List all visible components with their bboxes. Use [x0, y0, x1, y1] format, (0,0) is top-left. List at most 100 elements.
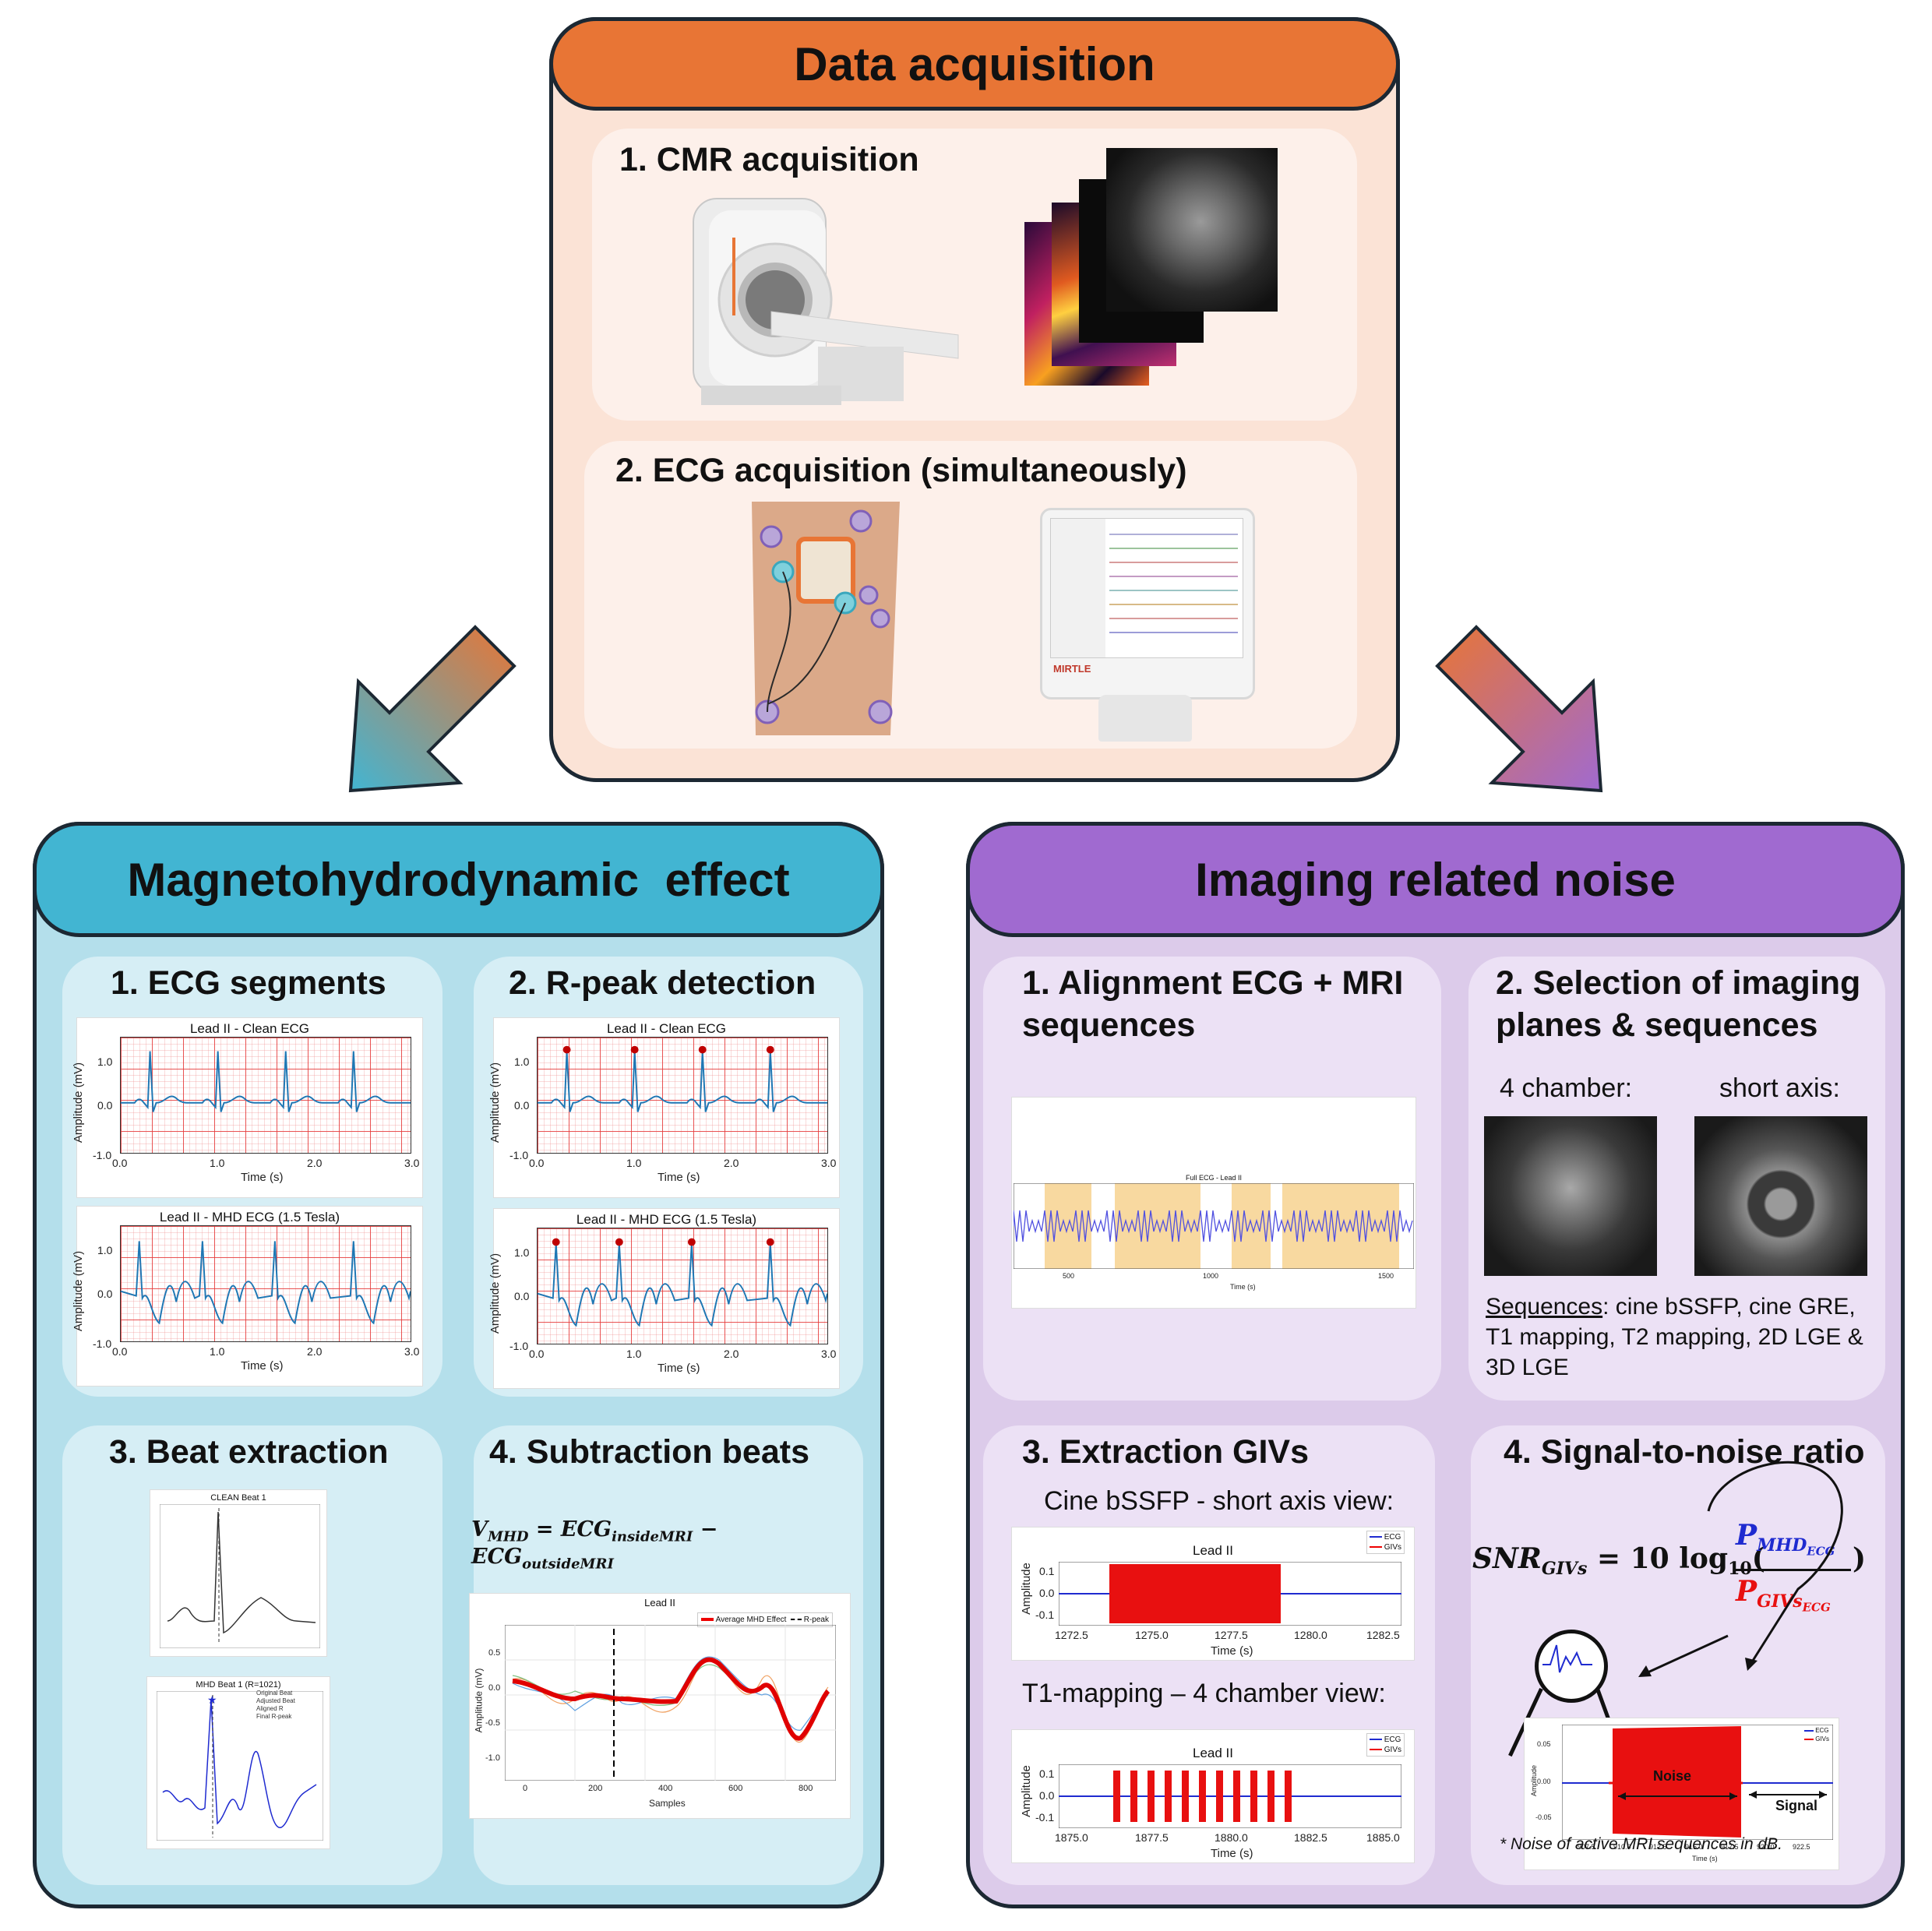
ytick: 0.0	[97, 1288, 113, 1300]
xtick: 910.0	[1613, 1843, 1631, 1851]
mhd-rpeak-ylabel: Amplitude (mV)	[488, 1253, 502, 1334]
xtick: 1.0	[210, 1157, 225, 1169]
givs-card: 3. Extraction GIVs Cine bSSFP - short ax…	[983, 1425, 1435, 1885]
xtick: 1000	[1203, 1272, 1219, 1280]
short-axis-label: short axis:	[1719, 1073, 1840, 1103]
subtraction-label: 4. Subtraction beats	[489, 1433, 809, 1471]
t1-label: T1-mapping – 4 chamber view:	[1022, 1679, 1386, 1708]
ytick: 1.0	[97, 1055, 113, 1068]
alignment-plot-title: Full ECG - Lead II	[1185, 1174, 1243, 1182]
giv-burst	[1165, 1771, 1172, 1822]
xtick: 1880.0	[1215, 1831, 1248, 1844]
ytick: 0.00	[1537, 1778, 1551, 1785]
selection-label: 2. Selection of imaging planes & sequenc…	[1496, 964, 1861, 1044]
snr-card: 4. Signal-to-noise ratio SNRGIVs = 10 lo…	[1471, 1425, 1885, 1885]
sequences-label: Sequences	[1486, 1294, 1603, 1320]
ecg-segments-card: 1. ECG segments Lead II - Clean ECG Ampl…	[62, 957, 442, 1397]
clean-ecg-ylabel: Amplitude (mV)	[72, 1062, 86, 1143]
xtick: 1272.5	[1055, 1629, 1088, 1641]
snr-annotations	[1638, 1461, 1843, 1677]
snr-lhs: SNR	[1472, 1542, 1542, 1575]
cine-plot-title: Lead II	[1193, 1543, 1233, 1558]
snr-close-paren: )	[1853, 1542, 1867, 1575]
snr-plot: ECG GIVs Noise Signal 0.05 0.00 -0.05 90…	[1524, 1718, 1839, 1870]
snr-num-sub-text: MHD	[1757, 1535, 1807, 1556]
t1-legend: ECG GIVs	[1366, 1733, 1405, 1757]
align-xlabel: Time (s)	[1230, 1283, 1256, 1291]
t1-plot: Lead II ECG GIVs 0.1 0.0 -0.1 1875.0 187…	[1011, 1729, 1415, 1863]
mhd-rpeak-grid	[537, 1228, 828, 1344]
noise-header: Imaging related noise	[966, 822, 1905, 937]
ecg-segments-label: 1. ECG segments	[111, 964, 386, 1002]
clean-rpeak-trace	[538, 1045, 827, 1112]
mhd-ecg-title: Lead II - MHD ECG (1.5 Tesla)	[159, 1210, 340, 1224]
mhd-title: Magnetohydrodynamic effect	[127, 853, 790, 906]
giv-burst	[1199, 1771, 1206, 1822]
rpeak-dot	[615, 1238, 623, 1246]
snr-ylabel: Amplitude	[1530, 1764, 1539, 1797]
ytick: 0.1	[1039, 1767, 1055, 1780]
clean-beat-trace	[160, 1504, 320, 1648]
rpeak-dot	[552, 1238, 560, 1246]
giv-burst	[1148, 1771, 1155, 1822]
four-chamber-image	[1484, 1116, 1657, 1276]
xtick: 0.0	[112, 1157, 128, 1169]
ytick: -1.0	[485, 1753, 500, 1763]
giv-burst	[1250, 1771, 1257, 1822]
clean-beat-plot: CLEAN Beat 1	[150, 1489, 327, 1657]
mhd-ecg-trace	[121, 1241, 411, 1325]
subtraction-card: 4. Subtraction beats VMHD = ECGinsideMRI…	[469, 1425, 863, 1885]
legend-item: Average MHD Effect	[715, 1616, 787, 1624]
xtick: 400	[658, 1784, 673, 1793]
mhd-ecg-ylabel: Amplitude (mV)	[72, 1250, 86, 1332]
alignment-trace	[1014, 1183, 1414, 1269]
clean-ecg-trace	[121, 1051, 411, 1112]
rpeak-dot	[766, 1238, 774, 1246]
formula-v: V	[471, 1517, 488, 1542]
snr-num: P	[1736, 1519, 1757, 1552]
rpeak-dot	[698, 1045, 707, 1054]
formula-minus: − ECG	[471, 1517, 718, 1570]
snr-trace	[1562, 1725, 1833, 1840]
legend-item: Final R-peak	[256, 1713, 292, 1720]
noise-title: Imaging related noise	[1195, 853, 1676, 906]
mri-scanner-icon	[693, 198, 959, 405]
data-acquisition-title: Data acquisition	[794, 37, 1155, 90]
selection-card: 2. Selection of imaging planes & sequenc…	[1468, 957, 1885, 1401]
xtick: 915.0	[1685, 1843, 1703, 1851]
clean-ecg-grid	[120, 1037, 411, 1154]
xtick: 1277.5	[1215, 1629, 1248, 1641]
ytick: 0.0	[514, 1099, 530, 1112]
xtick: 2.0	[307, 1345, 323, 1358]
ytick: 0.0	[1039, 1789, 1055, 1802]
sequences-list: : cine bSSFP, cine GRE, T1 mapping, T2 m…	[1486, 1294, 1863, 1380]
xtick: 800	[799, 1784, 813, 1793]
xtick: 0	[523, 1784, 528, 1793]
legend-item: Adjusted Beat	[256, 1697, 295, 1704]
rpeak-label: 2. R-peak detection	[509, 964, 816, 1002]
t1-trace	[1059, 1764, 1401, 1828]
rpeak-dot	[687, 1238, 696, 1246]
cine-xlabel: Time (s)	[1211, 1644, 1253, 1658]
formula-eq: = ECG	[528, 1517, 612, 1542]
xtick: 2.0	[724, 1157, 739, 1169]
mhd-beat-trace: ★	[157, 1691, 323, 1841]
giv-burst	[1130, 1771, 1137, 1822]
snr-legend: ECG GIVs	[1803, 1726, 1829, 1743]
xtick: 500	[1063, 1272, 1075, 1280]
clean-rpeak-title: Lead II - Clean ECG	[606, 1021, 727, 1036]
clean-rpeak-xlabel: Time (s)	[658, 1171, 700, 1184]
mhd-ecg-xlabel: Time (s)	[241, 1359, 284, 1372]
mhd-header: Magnetohydrodynamic effect	[33, 822, 884, 937]
cine-ylabel: Amplitude	[1019, 1563, 1033, 1615]
xtick: 912.5	[1649, 1843, 1667, 1851]
xtick: 1.0	[626, 1157, 642, 1169]
arrow-to-noise	[1435, 625, 1603, 793]
subtraction-plot: Lead II Average MHD Effect R-peak 0.5 0.…	[469, 1593, 851, 1819]
cine-4ch-image	[1106, 148, 1278, 312]
ytick: 0.5	[488, 1648, 501, 1658]
mhd-formula: VMHD = ECGinsideMRI − ECGoutsideMRI	[471, 1517, 863, 1573]
subtraction-xlabel: Samples	[649, 1798, 686, 1809]
xtick: 3.0	[404, 1345, 420, 1358]
t1-plot-title: Lead II	[1193, 1746, 1233, 1760]
